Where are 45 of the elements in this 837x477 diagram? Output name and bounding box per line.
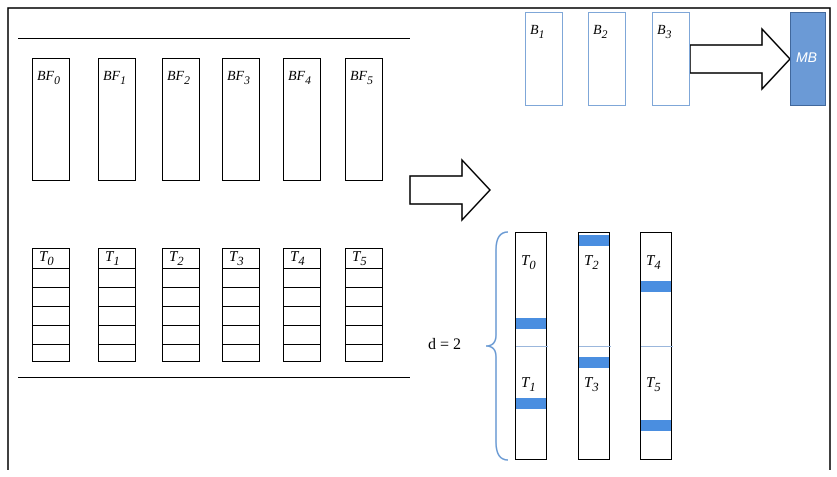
table-box [345,248,383,362]
node-label: T$_{2}$ [169,249,184,269]
table-box [222,248,260,362]
node-label: B$_{3}$ [657,23,672,41]
node-label: T$_{1}$ [105,249,120,269]
buffer-box [98,58,136,181]
buffer-box [222,58,260,181]
node-label: T$_{3}$ [229,249,244,269]
buffer-box [32,58,70,181]
node-label: BF$_{1}$ [103,69,126,87]
dimension-label: d = 2 [428,336,462,354]
bucket-box [525,12,563,106]
node-label: BF$_{0}$ [37,69,60,87]
table-box [32,248,70,362]
buffer-box [283,58,321,181]
block-arrow [409,158,492,222]
block-arrow [689,27,792,91]
node-label: B$_{1}$ [530,23,544,41]
bucket-box [652,12,690,106]
panel-band [18,38,410,378]
table-box [162,248,200,362]
node-label: BF$_{4}$ [288,69,311,87]
node-label: MB [796,49,817,65]
table-box [98,248,136,362]
node-label: T$_{4}$ [646,253,661,273]
buffer-box [162,58,200,181]
node-label: T$_{0}$ [39,249,54,269]
buffer-box [345,58,383,181]
node-label: T$_{5}$ [352,249,367,269]
node-label: BF$_{3}$ [227,69,250,87]
node-label: T$_{2}$ [584,253,599,273]
node-label: T$_{4}$ [290,249,305,269]
node-label: T$_{1}$ [521,375,536,395]
node-label: BF$_{5}$ [350,69,373,87]
node-label: T$_{3}$ [584,375,599,395]
table-box [283,248,321,362]
column-box [640,232,672,460]
node-label: T$_{5}$ [646,375,661,395]
column-box [578,232,610,460]
node-label: T$_{0}$ [521,253,536,273]
column-box [515,232,547,460]
node-label: BF$_{2}$ [167,69,190,87]
node-label: B$_{2}$ [593,23,608,41]
bucket-box [588,12,626,106]
merged-box [790,12,826,106]
